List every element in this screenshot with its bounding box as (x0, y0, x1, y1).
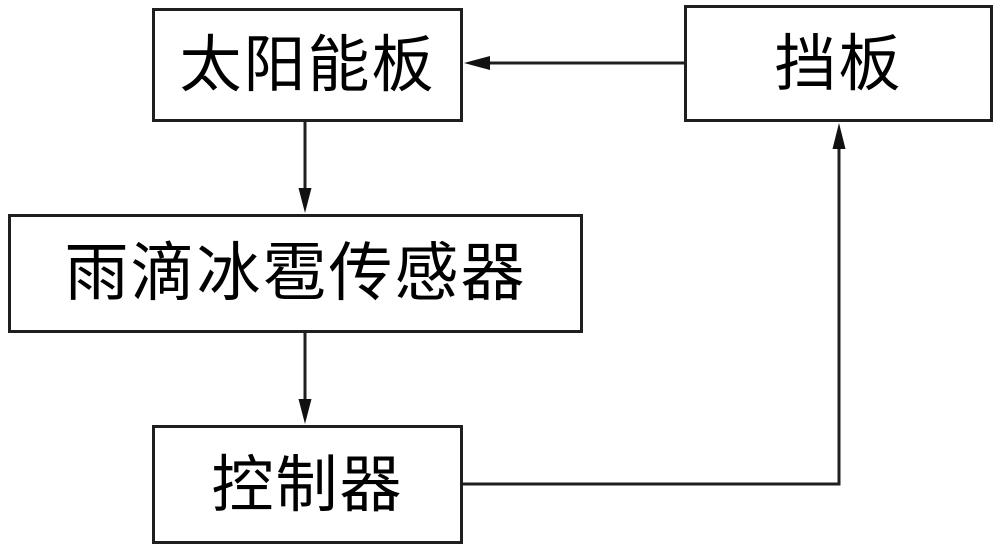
node-solar-panel-label: 太阳能板 (179, 28, 436, 101)
arrow-sensor-to-controller (298, 333, 312, 424)
node-controller: 控制器 (152, 425, 463, 544)
node-controller-label: 控制器 (211, 447, 404, 521)
node-baffle: 挡板 (684, 5, 993, 122)
node-baffle-label: 挡板 (774, 26, 903, 100)
node-rain-hail-sensor: 雨滴冰雹传感器 (8, 214, 583, 333)
arrow-baffle-to-solar-panel (464, 56, 684, 70)
node-rain-hail-sensor-label: 雨滴冰雹传感器 (64, 236, 527, 311)
arrow-up-head-icon (832, 123, 846, 149)
arrow-left-head-icon (464, 56, 490, 70)
arrow-solar-panel-to-sensor (298, 122, 312, 213)
node-solar-panel: 太阳能板 (152, 8, 463, 122)
arrow-down-head-icon (298, 399, 312, 424)
arrow-down-head-icon (298, 188, 312, 213)
